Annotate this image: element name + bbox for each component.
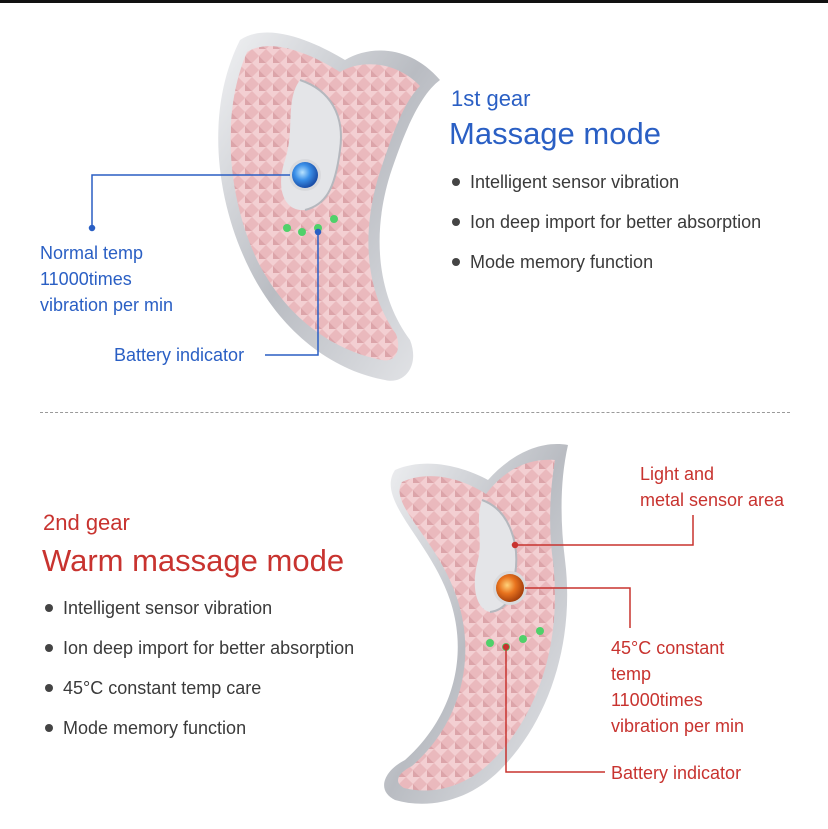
mode-title-2: Warm massage mode [42,543,345,578]
feature-item: Intelligent sensor vibration [452,170,761,210]
top-border [0,0,828,3]
feature-item: Ion deep import for better absorption [452,210,761,250]
bullet-dot [45,644,53,652]
mode-title-1: Massage mode [449,116,661,151]
feature-item: Ion deep import for better absorption [45,636,354,676]
gear-label-2: 2nd gear [43,510,130,535]
feature-item: Intelligent sensor vibration [45,596,354,636]
bullet-dot [45,724,53,732]
feature-item: Mode memory function [45,716,354,756]
callout-battery-indicator-2: Battery indicator [611,763,742,783]
callout-sensor-area: Light and metal sensor area [640,464,785,510]
gua-sha-device-2 [384,444,568,804]
power-button-icon[interactable] [289,159,321,191]
feature-list-2: Intelligent sensor vibration Ion deep im… [45,596,354,756]
callout-warm-temp: 45°C constant temp 11000times vibration … [611,638,745,736]
bullet-dot [452,218,460,226]
callout-normal-temp: Normal temp 11000times vibration per min [40,243,174,315]
section-divider [40,412,790,413]
bullet-dot [452,178,460,186]
bullet-dot [45,604,53,612]
feature-list-1: Intelligent sensor vibration Ion deep im… [452,170,761,290]
feature-item: 45°C constant temp care [45,676,354,716]
gua-sha-device-1 [218,32,440,381]
callout-lines-2 [502,515,694,773]
bullet-dot [452,258,460,266]
gear-label-1: 1st gear [451,86,531,111]
callout-battery-indicator-1: Battery indicator [114,345,245,365]
battery-indicator-lights-1 [283,215,338,236]
feature-item: Mode memory function [452,250,761,290]
callout-lines-1 [88,174,322,356]
bullet-dot [45,684,53,692]
power-button-warm-icon[interactable] [493,571,527,605]
